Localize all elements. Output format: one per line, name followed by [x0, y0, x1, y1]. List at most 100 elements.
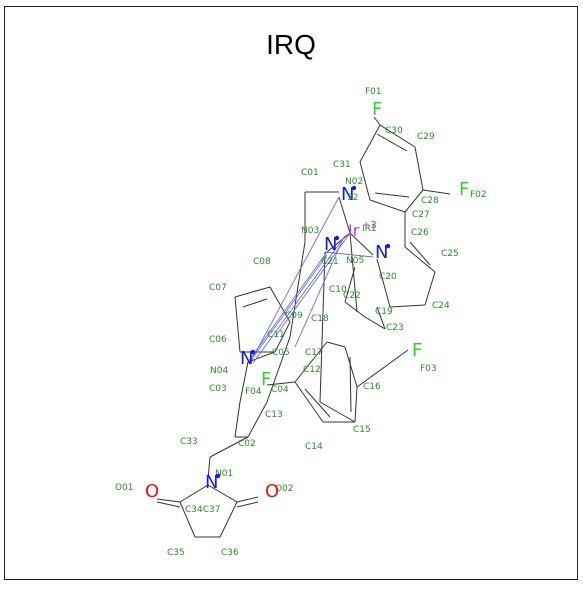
element-symbol-f: F	[261, 369, 271, 390]
bond	[422, 189, 451, 195]
bond	[266, 381, 296, 386]
bond	[349, 356, 352, 413]
atom-label: C03	[209, 384, 227, 394]
atom-label: C04	[271, 385, 289, 395]
charge-dot	[334, 235, 340, 241]
bond	[409, 241, 431, 266]
bond	[359, 161, 371, 201]
atom-label: 32	[347, 193, 358, 203]
charge-dot	[250, 349, 256, 355]
bond	[219, 501, 238, 538]
bond	[376, 306, 386, 330]
bond	[404, 189, 424, 213]
bond	[239, 361, 249, 403]
coordination-bond	[251, 254, 328, 360]
atom-label: N01	[215, 469, 233, 479]
charge-dot	[215, 473, 221, 479]
element-symbol-f: F	[412, 340, 422, 361]
bond	[234, 401, 241, 438]
atom-label: C28	[421, 196, 439, 206]
atom-label: C11	[267, 330, 285, 340]
atom-label: C05	[272, 348, 290, 358]
atom-label: C34C37	[185, 505, 220, 515]
charge-dot	[351, 185, 357, 191]
coordination-bond	[250, 196, 340, 362]
atom-label: C26	[411, 228, 429, 238]
atom-label: C21	[321, 257, 339, 267]
bond-lines	[156, 116, 451, 538]
bond	[326, 232, 351, 253]
charge-dot	[385, 243, 391, 249]
bond	[289, 241, 306, 338]
bond	[373, 116, 381, 126]
atom-label: C09	[285, 311, 303, 321]
atom-label: N05	[346, 256, 364, 266]
coordination-bond	[294, 238, 344, 348]
atom-label: C30	[385, 126, 403, 136]
bond	[234, 286, 271, 298]
coordination-bond	[324, 251, 374, 258]
coordination-bond	[252, 235, 346, 364]
bond	[274, 321, 291, 353]
element-symbol-o: O	[265, 481, 279, 502]
bond	[247, 401, 268, 438]
atom-label: N02	[345, 177, 363, 187]
atom-label: F03	[420, 364, 437, 374]
diagram-title: IRQ	[266, 29, 316, 60]
bond	[379, 124, 416, 148]
atom-label: C01	[301, 168, 319, 178]
bond	[359, 124, 381, 163]
bond	[338, 196, 351, 234]
bond	[242, 298, 268, 308]
atom-label: F02	[470, 190, 487, 200]
bond	[414, 146, 424, 191]
atom-label: N04	[210, 366, 228, 376]
bond	[326, 341, 346, 348]
element-symbol-n: N	[240, 348, 253, 369]
atom-label: F01	[365, 87, 382, 97]
element-symbol-n: N	[205, 472, 218, 493]
atom-label: C15	[353, 425, 371, 435]
bond	[266, 336, 291, 403]
bond	[236, 496, 259, 503]
atom-label: C20	[379, 272, 397, 282]
atom-label: C02	[238, 439, 256, 449]
bond	[207, 484, 238, 503]
atom-label: C14	[305, 442, 323, 452]
bond	[376, 133, 408, 152]
atom-label: C22	[343, 291, 361, 301]
bond	[364, 316, 386, 330]
atom-label: C12	[303, 365, 321, 375]
atom-label: C07	[209, 283, 227, 293]
bond	[179, 501, 196, 538]
bond	[179, 484, 209, 503]
atom-label: F04	[245, 387, 262, 397]
atom-label: C13	[265, 410, 283, 420]
bond	[374, 192, 410, 198]
atom-label: C10	[329, 285, 347, 295]
bond	[344, 346, 358, 388]
bond	[304, 388, 331, 418]
atom-label: C25	[441, 249, 459, 259]
element-symbol-n: N	[324, 234, 337, 255]
atom-label: C33	[180, 437, 198, 447]
atom-label: C17	[305, 348, 323, 358]
atom-label: C23	[386, 323, 404, 333]
charge-superscript: +3	[362, 220, 377, 231]
atom-label: IR1	[362, 224, 377, 234]
atom-label: C19	[375, 307, 393, 317]
bond	[319, 401, 356, 423]
bond	[156, 501, 181, 508]
bond	[354, 386, 358, 423]
atom-label: C18	[311, 314, 329, 324]
element-symbol-f: F	[372, 99, 382, 120]
bond	[404, 246, 436, 273]
element-symbol-ir: Ir	[348, 221, 360, 240]
atom-label: O01	[115, 483, 134, 493]
bond	[236, 501, 259, 508]
element-symbol-n: N	[341, 184, 354, 205]
bond	[424, 271, 436, 306]
